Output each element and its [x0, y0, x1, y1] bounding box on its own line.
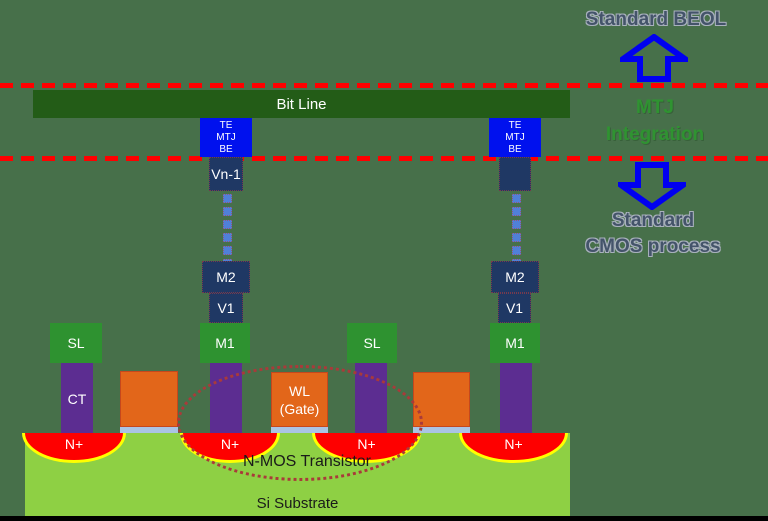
te-layer-label: TE [508, 119, 522, 131]
v1-box-left: V1 [209, 293, 243, 323]
gate-oxide-left [120, 427, 178, 433]
m2-box-right: M2 [491, 261, 539, 293]
bottom-border-bar [0, 516, 768, 521]
mtj-layer-label: MTJ [216, 131, 236, 143]
m2-label: M2 [505, 269, 525, 285]
via-stack-dotted-connector-right [512, 194, 521, 268]
vn1-label: Vn-1 [211, 166, 241, 182]
mtj-stack-left: TE MTJ BE [200, 118, 252, 157]
contact-column-m1-right [500, 363, 532, 434]
gate-poly-left [120, 371, 178, 427]
standard-beol-heading: Standard BEOL [585, 9, 727, 30]
nmos-transistor-label: N-MOS Transistor [242, 453, 371, 470]
ct-contact-column: CT [61, 363, 93, 434]
down-arrow-icon [618, 162, 686, 210]
gate-poly-right [413, 372, 470, 427]
be-layer-label: BE [508, 143, 522, 155]
mtj-layer-label: MTJ [505, 131, 525, 143]
mtj-heading: MTJ [636, 97, 674, 118]
gate-oxide-right [413, 427, 470, 433]
standard-cmos-heading-line2: CMOS process [585, 236, 721, 257]
sl-label: SL [363, 335, 381, 351]
up-arrow-icon [620, 34, 688, 82]
vn1-via-right [499, 157, 531, 191]
vn1-via-left: Vn-1 [209, 157, 243, 191]
ct-label: CT [67, 390, 87, 407]
sl-box-left: SL [50, 323, 102, 363]
m2-label: M2 [216, 269, 236, 285]
sl-box-right: SL [347, 323, 397, 363]
be-layer-label: BE [219, 143, 233, 155]
cmos-boundary-dashed-line [0, 156, 768, 161]
integration-heading: Integration [605, 124, 705, 145]
bit-line-label: Bit Line [276, 95, 327, 113]
beol-boundary-dashed-line [0, 83, 768, 88]
mtj-stack-right: TE MTJ BE [489, 118, 541, 157]
si-substrate-label: Si Substrate [256, 495, 339, 512]
v1-label: V1 [505, 300, 524, 316]
v1-label: V1 [217, 300, 235, 316]
nplus-region-1: N+ [25, 433, 123, 460]
nmos-transistor-ellipse [177, 365, 423, 481]
nplus-label: N+ [64, 436, 84, 452]
m1-box-left: M1 [200, 323, 250, 363]
m1-label: M1 [505, 335, 525, 351]
v1-box-right: V1 [498, 293, 531, 323]
sl-label: SL [67, 335, 85, 351]
bit-line-bar: Bit Line [33, 90, 570, 118]
m1-box-right: M1 [490, 323, 540, 363]
standard-cmos-heading-line1: Standard [611, 210, 695, 231]
m2-box-left: M2 [202, 261, 250, 293]
te-layer-label: TE [219, 119, 233, 131]
via-stack-dotted-connector-left [223, 194, 232, 268]
m1-label: M1 [215, 335, 235, 351]
nplus-label: N+ [504, 436, 523, 452]
